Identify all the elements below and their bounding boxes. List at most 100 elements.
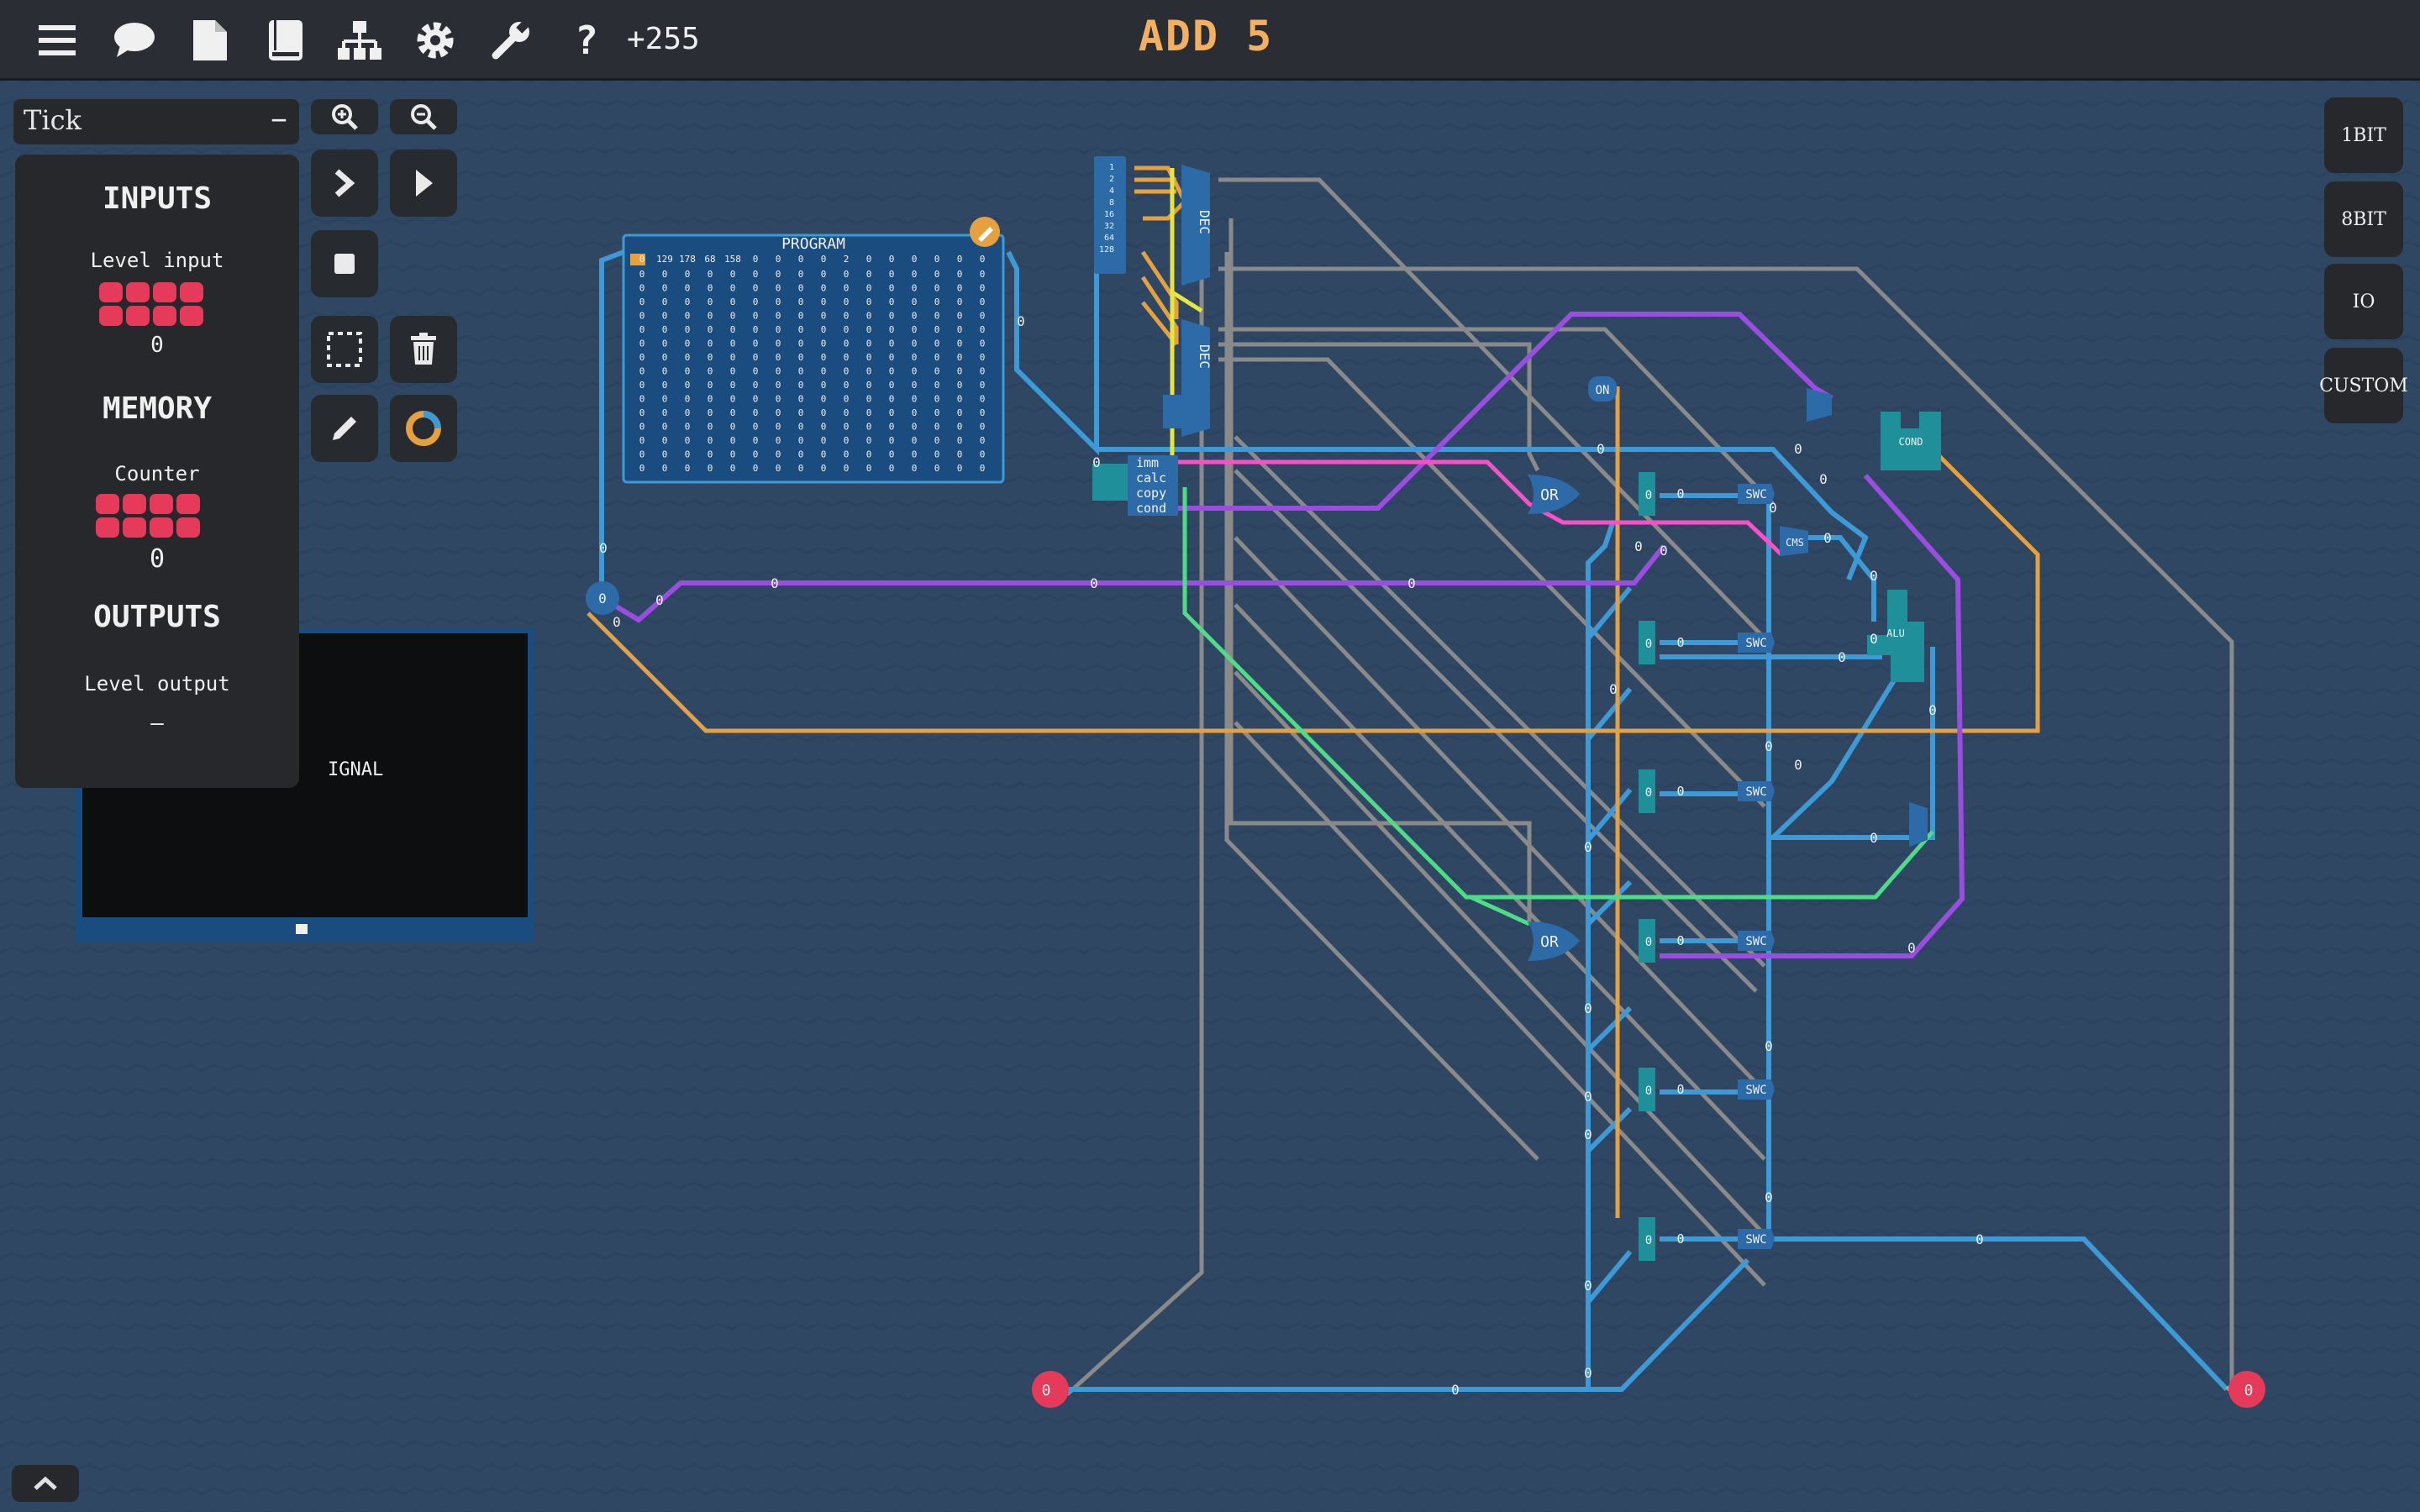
mux-small[interactable] bbox=[1807, 388, 1832, 422]
rom-cell: 0 bbox=[844, 380, 850, 391]
help-icon[interactable]: ? bbox=[575, 18, 598, 63]
rom-cell: 0 bbox=[844, 324, 850, 335]
rom-cell: 0 bbox=[934, 297, 940, 307]
rom-cell: 0 bbox=[730, 311, 736, 322]
rom-cell: 0 bbox=[889, 407, 895, 418]
switch-vertical[interactable] bbox=[1909, 802, 1928, 847]
rom-cell: 0 bbox=[753, 269, 759, 280]
switch-gate[interactable] bbox=[1738, 931, 1775, 951]
hierarchy-icon[interactable] bbox=[336, 17, 383, 64]
play-button[interactable] bbox=[390, 150, 457, 217]
decoder-top[interactable]: DEC DEC bbox=[1092, 156, 1213, 516]
or-gate-top[interactable]: OR bbox=[1528, 475, 1580, 514]
stop-button[interactable] bbox=[311, 230, 378, 297]
register-cell[interactable] bbox=[1639, 472, 1655, 516]
category-io-button[interactable]: IO bbox=[2324, 264, 2403, 339]
rom-cell: 0 bbox=[753, 352, 759, 363]
instruction-label: imm bbox=[1136, 455, 1159, 470]
gear-icon[interactable] bbox=[412, 17, 459, 64]
rom-cell: 0 bbox=[776, 407, 781, 418]
console-text: IGNAL bbox=[328, 759, 384, 780]
rom-cell: 0 bbox=[685, 283, 691, 294]
rom-cell: 0 bbox=[798, 380, 804, 391]
on-constant[interactable]: ON bbox=[1588, 376, 1617, 402]
play-icon bbox=[416, 170, 433, 197]
level-output-pin-left[interactable]: 0 bbox=[1032, 1371, 1069, 1408]
register-cell[interactable] bbox=[1639, 769, 1655, 813]
select-button[interactable] bbox=[311, 316, 378, 383]
zoom-out-icon bbox=[411, 104, 437, 130]
rom-header-cell: 0 bbox=[889, 254, 895, 265]
tick-collapse-button[interactable]: – bbox=[271, 99, 287, 138]
rom-cell: 0 bbox=[662, 380, 668, 391]
chat-icon[interactable] bbox=[111, 17, 158, 64]
rom-cell: 0 bbox=[866, 463, 872, 474]
level-output-pin-right[interactable]: 0 bbox=[2228, 1371, 2265, 1408]
category-custom-button[interactable]: CUSTOM bbox=[2319, 348, 2408, 423]
cond-unit[interactable]: COND bbox=[1881, 412, 1941, 470]
delete-button[interactable] bbox=[390, 316, 457, 383]
cmp-unit[interactable]: CMS bbox=[1780, 526, 1808, 556]
rom-header-cell: 0 bbox=[866, 254, 872, 265]
register-cell[interactable] bbox=[1639, 621, 1655, 664]
switch-gate[interactable] bbox=[1738, 1079, 1775, 1100]
zoom-in-button[interactable] bbox=[311, 99, 378, 134]
rom-cell: 0 bbox=[821, 422, 827, 433]
rom-cell: 0 bbox=[912, 339, 918, 349]
color-picker-button[interactable] bbox=[390, 395, 457, 462]
rom-cell: 0 bbox=[798, 269, 804, 280]
or-gate-bottom[interactable]: OR bbox=[1528, 921, 1580, 961]
bit-label: 2 bbox=[1109, 175, 1114, 184]
console-resize-handle[interactable] bbox=[296, 924, 308, 934]
rom-cell: 0 bbox=[753, 366, 759, 377]
zoom-out-button[interactable] bbox=[390, 99, 457, 134]
rom-cell: 0 bbox=[776, 311, 781, 322]
wire-value: 0 bbox=[1823, 530, 1832, 546]
rom-cell: 0 bbox=[639, 380, 645, 391]
switch-gate[interactable] bbox=[1738, 1229, 1775, 1249]
tick-selector[interactable]: Tick – bbox=[13, 99, 299, 144]
switch-gate[interactable] bbox=[1738, 484, 1775, 504]
switch-gate[interactable] bbox=[1738, 633, 1775, 653]
step-button[interactable] bbox=[311, 150, 378, 217]
register-cell[interactable] bbox=[1639, 919, 1655, 963]
menu-icon[interactable] bbox=[34, 17, 81, 64]
rom-cell: 0 bbox=[639, 352, 645, 363]
rom-cell: 0 bbox=[753, 283, 759, 294]
alu-unit[interactable]: ALU bbox=[1867, 590, 1924, 682]
register-cell[interactable] bbox=[1639, 1217, 1655, 1261]
draw-wire-button[interactable] bbox=[311, 395, 378, 462]
rom-cell: 0 bbox=[798, 407, 804, 418]
outputs-title: OUTPUTS bbox=[93, 600, 221, 634]
category-8bit-button[interactable]: 8BIT bbox=[2324, 181, 2403, 257]
switch-label: SWC bbox=[1745, 637, 1766, 650]
rom-cell: 0 bbox=[753, 435, 759, 446]
expand-panel-button[interactable] bbox=[12, 1465, 79, 1502]
wire-value: 0 bbox=[1676, 784, 1684, 799]
rom-cell: 0 bbox=[934, 394, 940, 405]
rom-cell: 0 bbox=[980, 324, 986, 335]
wire-value: 0 bbox=[1870, 830, 1878, 846]
rom-cell: 0 bbox=[957, 339, 963, 349]
wire-value: 0 bbox=[1407, 575, 1416, 591]
book-icon[interactable] bbox=[262, 17, 309, 64]
rom-cell: 0 bbox=[821, 352, 827, 363]
rom-cell: 0 bbox=[889, 449, 895, 460]
switch-gate[interactable] bbox=[1738, 781, 1775, 801]
selection-icon bbox=[327, 332, 362, 367]
category-1bit-button[interactable]: 1BIT bbox=[2324, 97, 2403, 173]
wrench-icon[interactable] bbox=[487, 17, 534, 64]
level-title: ADD 5 bbox=[1138, 12, 1274, 60]
input-pin[interactable]: 0 bbox=[586, 581, 619, 615]
svg-text:OR: OR bbox=[1540, 933, 1559, 951]
top-bar: ? +255 ADD 5 bbox=[0, 0, 2420, 81]
register-cell[interactable] bbox=[1639, 1068, 1655, 1111]
rom-cell: 0 bbox=[776, 380, 781, 391]
document-icon[interactable] bbox=[187, 17, 234, 64]
rom-cell: 0 bbox=[957, 422, 963, 433]
rom-cell: 0 bbox=[708, 311, 713, 322]
